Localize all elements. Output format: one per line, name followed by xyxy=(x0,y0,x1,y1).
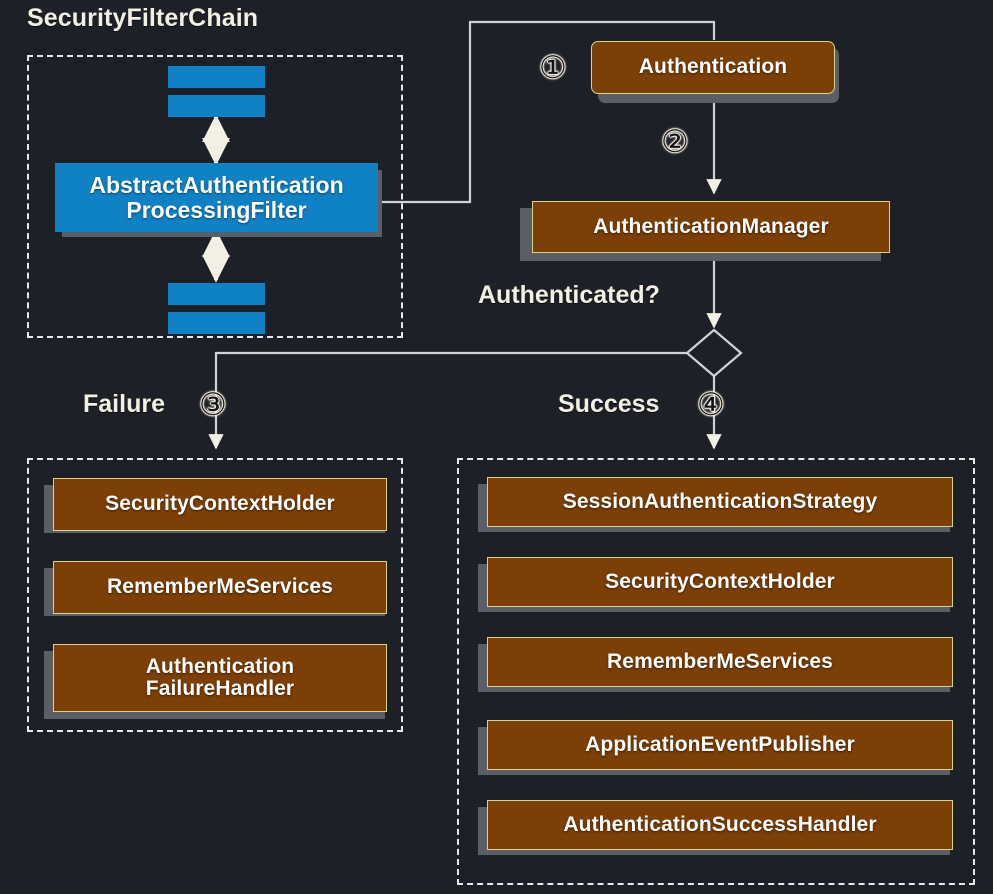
step-badge-3: ③ xyxy=(199,387,227,422)
filter-bar-bottom-1 xyxy=(168,283,265,305)
abstract-authentication-processing-filter[interactable]: AbstractAuthentication ProcessingFilter xyxy=(55,163,378,232)
failure-group xyxy=(27,458,403,732)
step-badge-4: ④ xyxy=(697,387,725,422)
success-item-2-label: SecurityContextHolder xyxy=(605,569,835,593)
failure-item-3-label-line1: Authentication xyxy=(145,654,295,678)
security-filter-chain-title: SecurityFilterChain xyxy=(27,4,259,32)
success-group xyxy=(457,458,975,885)
failure-item-2-label: RememberMeServices xyxy=(107,575,333,599)
success-item-5-label: AuthenticationSuccessHandler xyxy=(563,812,877,836)
failure-item-3-label-line2: FailureHandler xyxy=(145,677,295,700)
success-item-2[interactable]: SecurityContextHolder xyxy=(487,557,953,607)
step-badge-2: ② xyxy=(661,124,689,159)
success-item-1-label: SessionAuthenticationStrategy xyxy=(562,489,878,513)
filter-label-line1: AbstractAuthentication xyxy=(89,171,344,198)
filter-bar-top-2 xyxy=(168,95,265,117)
success-item-3-label: RememberMeServices xyxy=(607,649,833,673)
success-item-5[interactable]: AuthenticationSuccessHandler xyxy=(487,800,953,850)
success-item-4[interactable]: ApplicationEventPublisher xyxy=(487,720,953,770)
success-branch-label: Success xyxy=(558,390,660,418)
success-item-4-label: ApplicationEventPublisher xyxy=(585,732,855,756)
authentication-label: Authentication xyxy=(638,55,788,79)
authentication-node[interactable]: Authentication xyxy=(591,41,835,94)
authentication-manager-node[interactable]: AuthenticationManager xyxy=(532,201,890,253)
authenticated-decision-label: Authenticated? xyxy=(478,281,660,309)
failure-item-1-label: SecurityContextHolder xyxy=(105,492,335,516)
step-badge-1: ① xyxy=(539,50,567,85)
filter-bar-bottom-2 xyxy=(168,312,265,334)
failure-item-3[interactable]: Authentication FailureHandler xyxy=(53,644,387,712)
failure-item-1[interactable]: SecurityContextHolder xyxy=(53,478,387,531)
failure-branch-label: Failure xyxy=(83,390,165,418)
filter-bar-top-1 xyxy=(168,66,265,88)
success-item-3[interactable]: RememberMeServices xyxy=(487,637,953,687)
authentication-manager-label: AuthenticationManager xyxy=(593,214,829,238)
failure-item-2[interactable]: RememberMeServices xyxy=(53,561,387,614)
filter-label-line2: ProcessingFilter xyxy=(126,196,307,223)
success-item-1[interactable]: SessionAuthenticationStrategy xyxy=(487,477,953,527)
